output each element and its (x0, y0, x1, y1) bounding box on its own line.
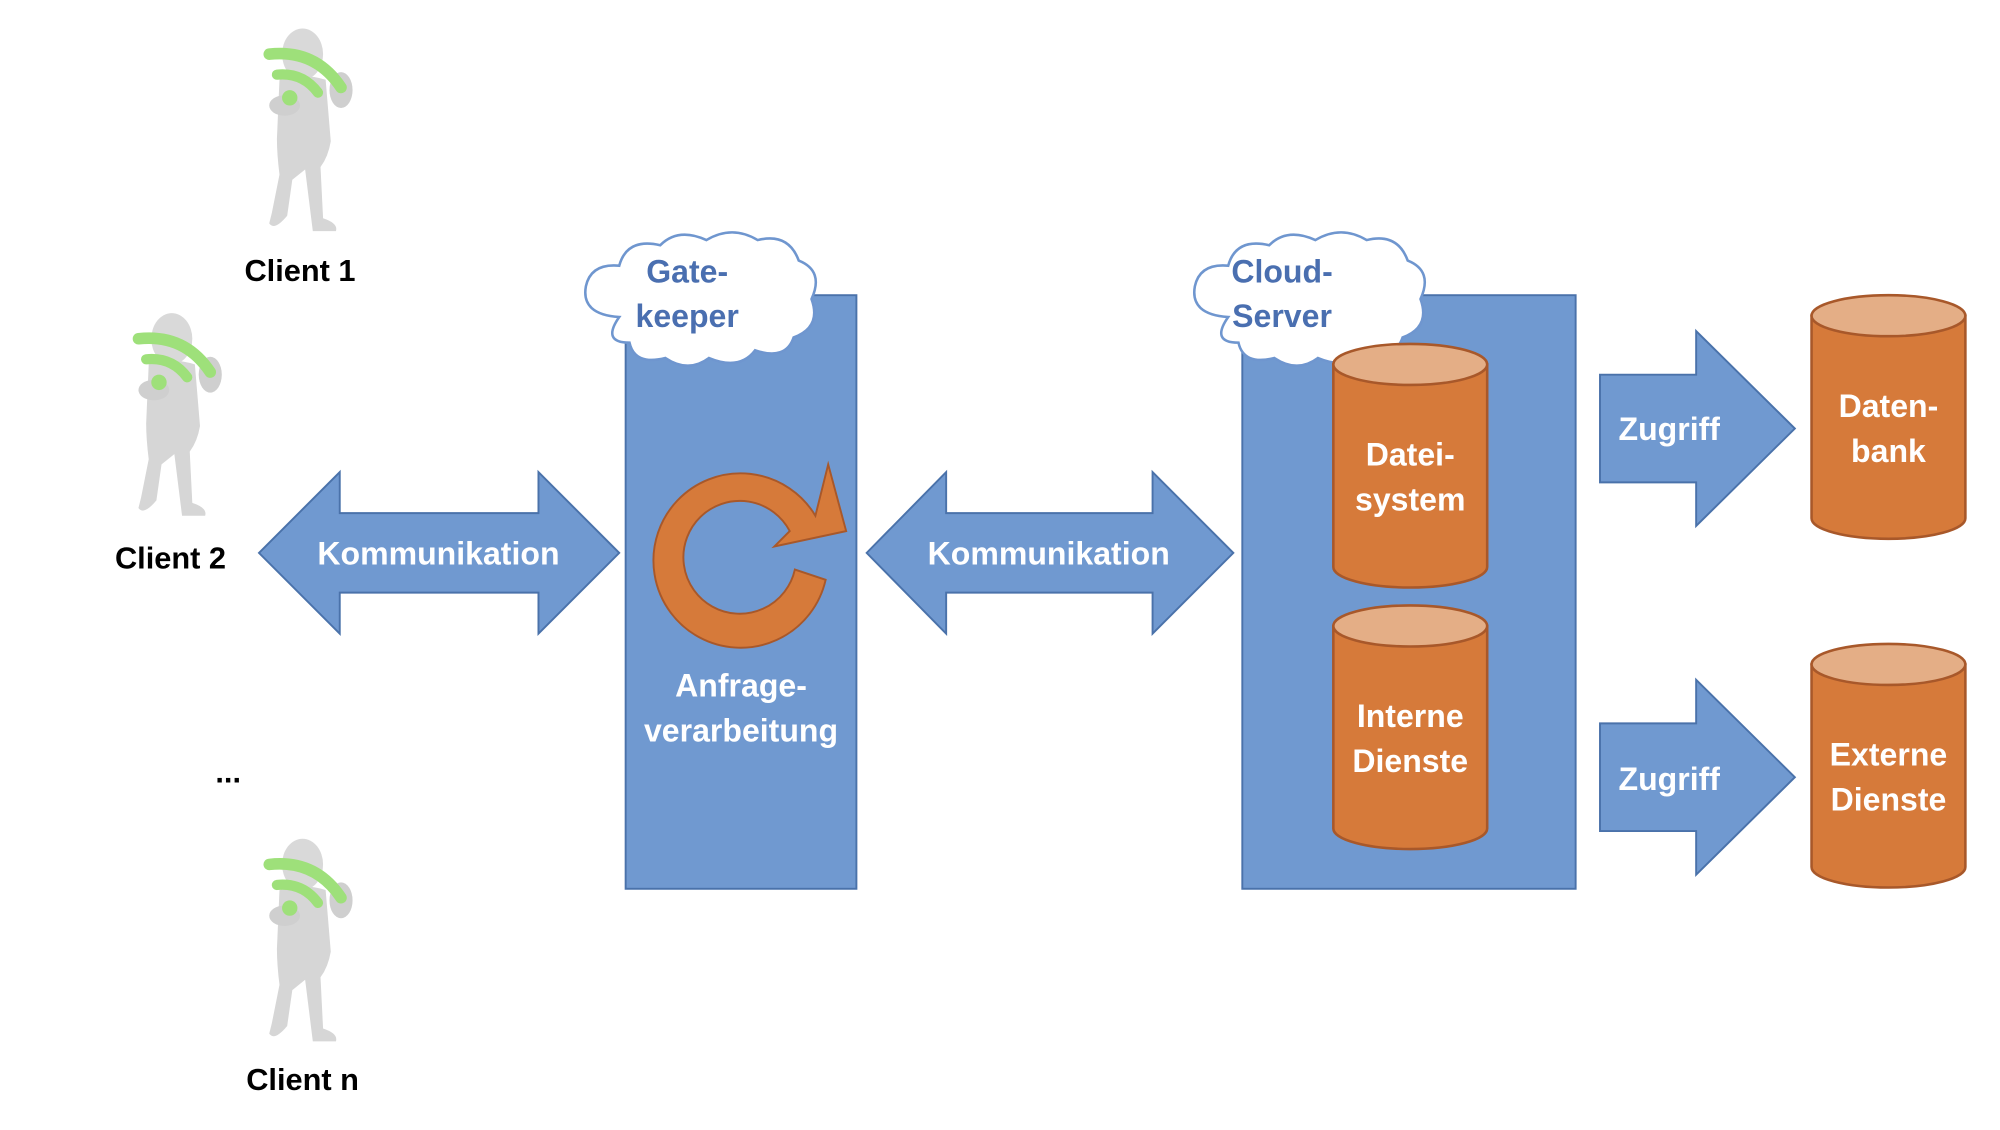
internal-services-cylinder: Interne Dienste (1332, 604, 1489, 851)
refresh-cycle-icon (652, 460, 848, 649)
arrow-label: Kommunikation (317, 535, 559, 571)
cylinder-label-line2: system (1355, 482, 1465, 518)
person-wifi-icon (269, 29, 352, 232)
person-wifi-icon (269, 839, 352, 1042)
person-wifi-icon (138, 313, 221, 516)
communication-arrow-gatekeeper-server: Kommunikation (865, 469, 1235, 637)
cloud-server: Cloud- Server Datei- system Interne Dien… (1192, 231, 1577, 890)
cloud-server-title-line2: Server (1232, 298, 1332, 334)
cylinder-label-line1: Datei- (1366, 437, 1455, 473)
cloud-server-title-line1: Cloud- (1231, 253, 1332, 289)
communication-arrow-client-gatekeeper: Kommunikation (257, 469, 621, 636)
cylinder-label-line2: bank (1851, 433, 1926, 469)
gatekeeper-title-line1: Gate- (646, 253, 728, 289)
client-label: Client 2 (115, 540, 226, 575)
cylinder-label-line1: Daten- (1839, 388, 1939, 424)
cylinder-label-line2: Dienste (1831, 782, 1947, 818)
access-arrow-external: Zugriff (1599, 677, 1797, 877)
cylinder-label-line2: Dienste (1352, 743, 1468, 779)
arrow-label: Kommunikation (928, 535, 1170, 571)
client-1: Client 1 (244, 29, 355, 288)
database-cylinder: Daten- bank (1810, 293, 1967, 541)
arrow-label: Zugriff (1619, 411, 1721, 447)
filesystem-cylinder: Datei- system (1332, 342, 1489, 589)
gatekeeper: Gate- keeper Anfrage- verarbeitung (584, 231, 858, 890)
client-label: Client n (246, 1062, 359, 1097)
process-label-line2: verarbeitung (644, 712, 838, 748)
client-label: Client 1 (244, 253, 355, 288)
arrow-label: Zugriff (1619, 761, 1721, 797)
cylinder-label-line1: Interne (1357, 698, 1464, 734)
ellipsis: ... (215, 754, 241, 789)
process-label-line1: Anfrage- (675, 667, 807, 703)
gatekeeper-title-line2: keeper (636, 298, 739, 334)
external-services-cylinder: Externe Dienste (1810, 642, 1967, 889)
cylinder-label-line1: Externe (1830, 737, 1948, 773)
client-n: Client n (246, 839, 359, 1097)
access-arrow-database: Zugriff (1599, 328, 1797, 529)
client-2: Client 2 (115, 313, 226, 575)
